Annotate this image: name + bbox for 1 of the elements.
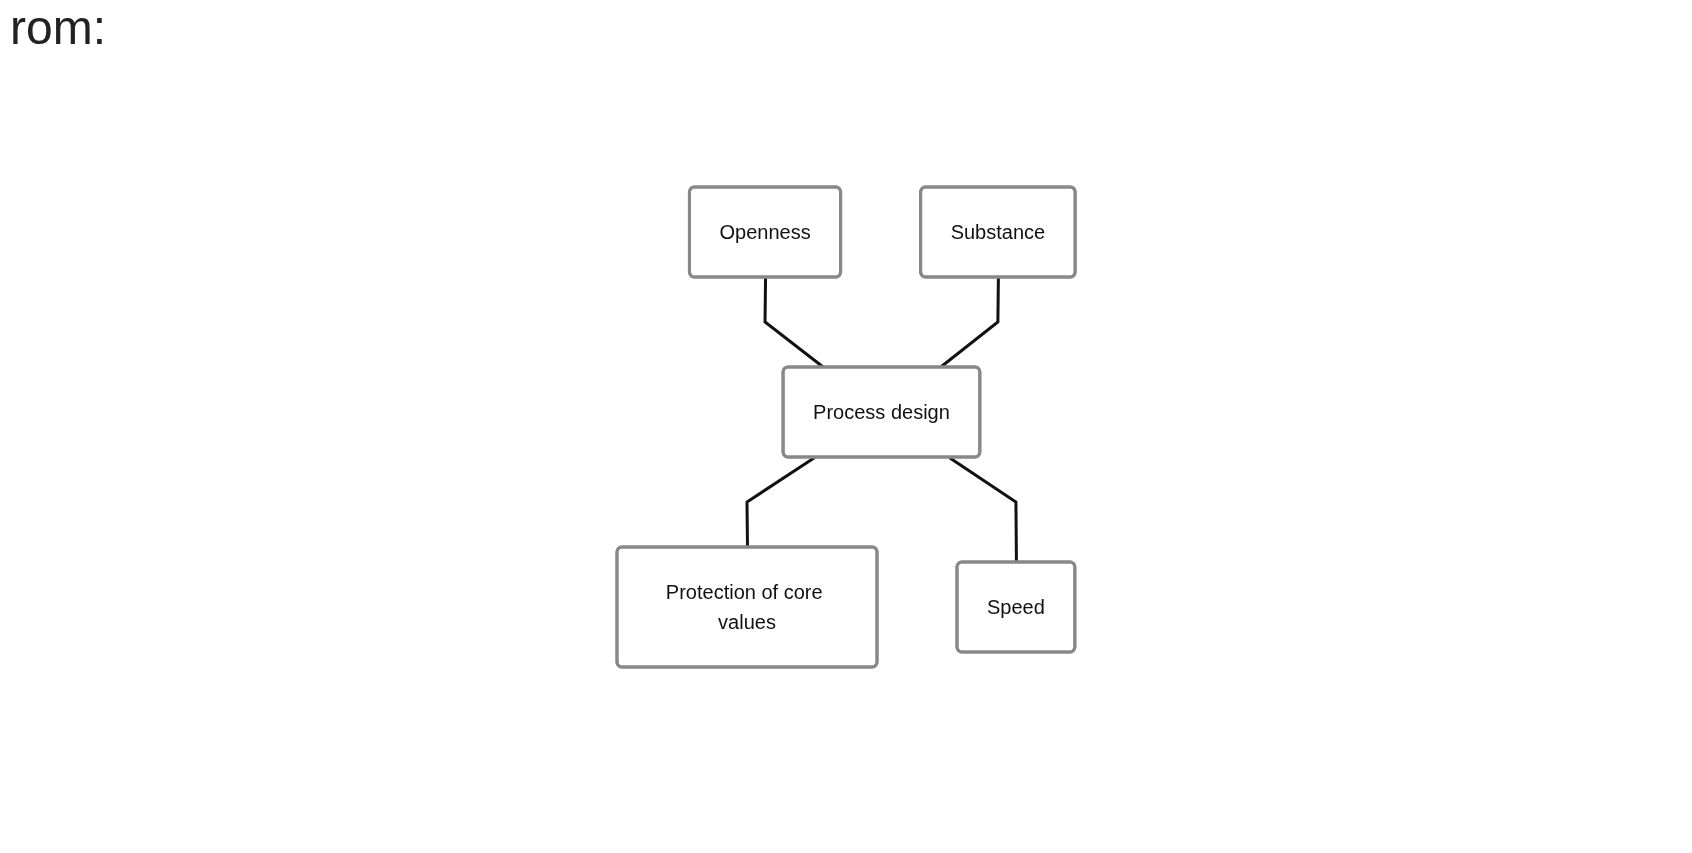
note-text: rom:	[10, 0, 106, 55]
